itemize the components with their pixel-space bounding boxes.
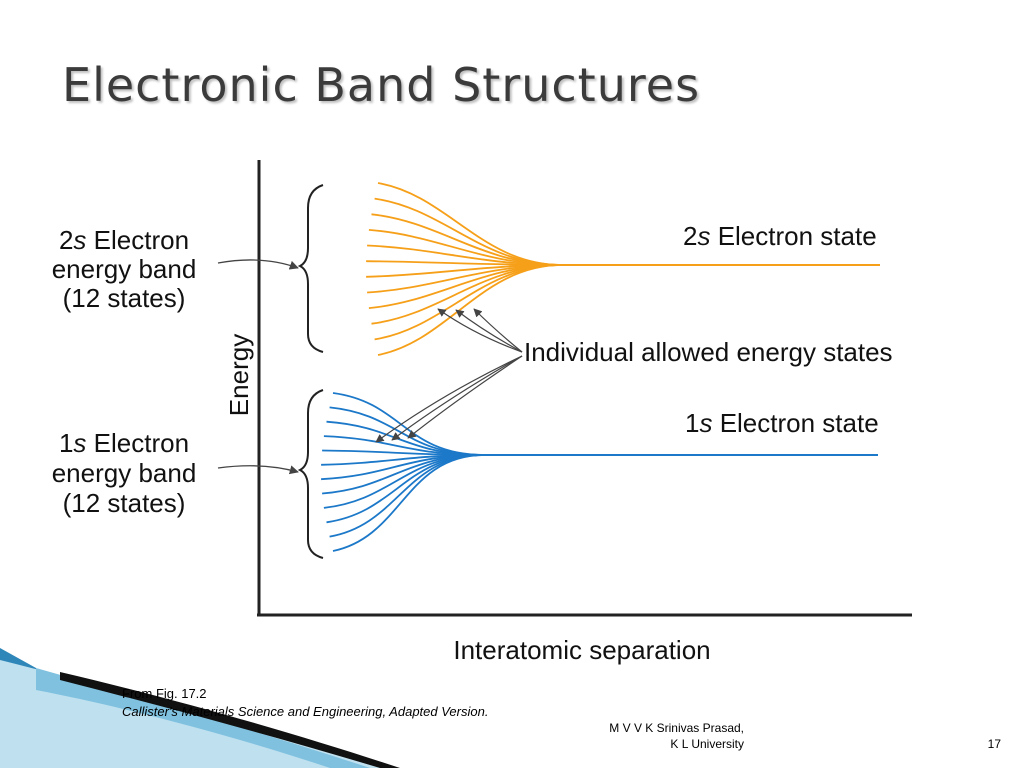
band-2s-state-line-8 — [367, 264, 880, 294]
band-1s-state-line-6 — [321, 454, 878, 466]
author-university: K L University — [670, 737, 744, 751]
arrow-to-2s-line-a — [437, 308, 523, 353]
figure-caption: From Fig. 17.2 Callister's Materials Sci… — [122, 685, 488, 721]
arrow-to-1s-line-c — [407, 355, 523, 439]
arrow-to-1s-line-b — [391, 355, 523, 441]
arrow-to-2s-line-b — [455, 309, 523, 353]
y-axis-label: Energy — [224, 334, 254, 416]
band-2s-label-line1: 2s Electron — [59, 225, 189, 255]
page-number: 17 — [987, 737, 1001, 751]
band-1s-state-line-4 — [323, 435, 878, 456]
band-1s-pointer-arrow — [217, 465, 299, 475]
band-1s-state-line-10 — [326, 454, 878, 524]
band-1s-lines — [321, 392, 878, 552]
author-name: M V V K Srinivas Prasad, — [609, 721, 744, 735]
band-2s-pointer-arrow — [217, 259, 299, 270]
caption-book-line: Callister's Materials Science and Engine… — [122, 704, 489, 719]
author-credit: M V V K Srinivas Prasad, K L University — [560, 720, 744, 752]
arrow-to-1s-line-a — [375, 355, 523, 443]
band-1s-state-line-12 — [332, 454, 878, 552]
state-1s-label: 1s Electron state — [685, 408, 879, 438]
band-1s-label-line3: (12 states) — [63, 488, 186, 518]
arrow-to-2s-line-c — [473, 308, 523, 353]
corner-decoration — [0, 648, 400, 768]
caption-source-line: From Fig. 17.2 — [122, 686, 207, 701]
band-1s-label-line2: energy band — [52, 458, 197, 488]
band-2s-state-line-12 — [377, 264, 880, 356]
individual-state-arrows — [375, 308, 523, 443]
state-2s-label: 2s Electron state — [683, 221, 877, 251]
individual-states-label: Individual allowed energy states — [524, 337, 893, 367]
brace-1s — [297, 389, 324, 559]
brace-2s — [297, 184, 324, 353]
band-2s-label-line3: (12 states) — [63, 283, 186, 313]
x-axis-label: Interatomic separation — [453, 635, 710, 665]
band-1s-label-line1: 1s Electron — [59, 428, 189, 458]
band-2s-label-line2: energy band — [52, 254, 197, 284]
band-2s-lines — [366, 182, 880, 356]
band-1s-state-line-8 — [322, 454, 878, 495]
band-2s-state-line-11 — [374, 264, 880, 341]
band-2s-state-line-7 — [366, 264, 880, 278]
slide-title: Electronic Band Structures — [62, 58, 701, 112]
